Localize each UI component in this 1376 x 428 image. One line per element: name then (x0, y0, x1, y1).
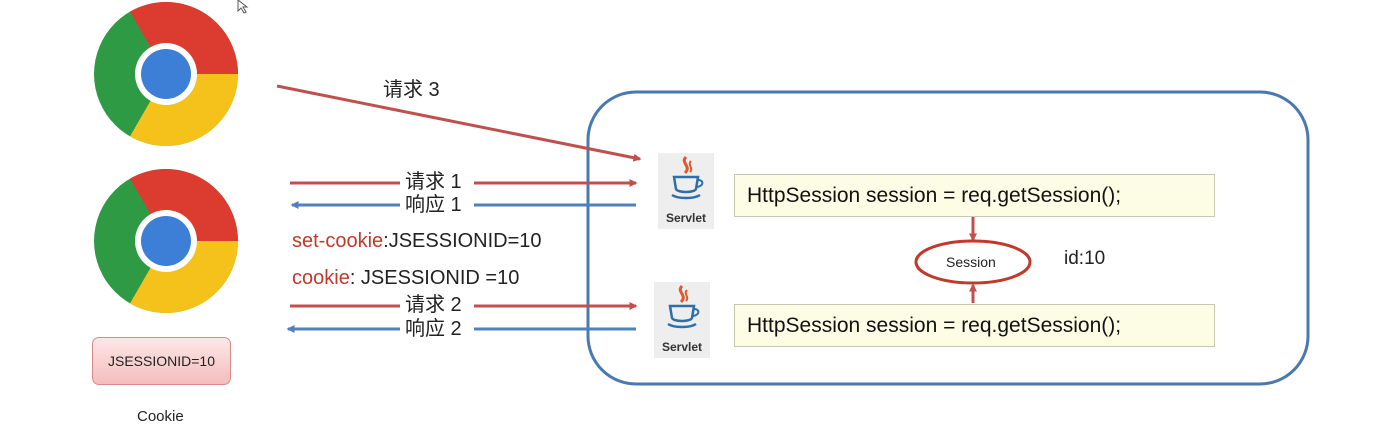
cookie-badge: JSESSIONID=10 (92, 337, 231, 385)
response-2-label: 响应 2 (405, 318, 462, 340)
cursor-icon (237, 0, 249, 14)
servlet-2: Servlet (654, 282, 710, 358)
session-ellipse (914, 239, 1032, 285)
set-cookie-header: set-cookie:JSESSIONID=10 (292, 231, 542, 251)
session-id-label: id:10 (1064, 248, 1106, 269)
cookie-caption: Cookie (137, 408, 184, 425)
cookie-badge-text: JSESSIONID=10 (108, 353, 215, 369)
server-container (586, 90, 1310, 386)
code-line-2: HttpSession session = req.getSession(); (747, 313, 1122, 337)
code-line-1: HttpSession session = req.getSession(); (747, 183, 1122, 207)
servlet-1: Servlet (658, 153, 714, 229)
chrome-icon (94, 169, 238, 313)
request-3-label: 请求 3 (383, 79, 440, 101)
session-label: Session (946, 254, 996, 270)
servlet-label: Servlet (665, 211, 707, 225)
request-2-label: 请求 2 (405, 294, 462, 316)
request-3-arrow (276, 84, 642, 162)
set-cookie-key: set-cookie (292, 230, 384, 252)
servlet-label: Servlet (661, 340, 703, 354)
request-1-label: 请求 1 (405, 171, 462, 193)
set-cookie-value: :JSESSIONID=10 (383, 230, 542, 252)
code-box-1: HttpSession session = req.getSession(); (734, 174, 1215, 217)
cookie-header: cookie: JSESSIONID =10 (292, 268, 519, 288)
code-box-2: HttpSession session = req.getSession(); (734, 304, 1215, 347)
response-1-label: 响应 1 (405, 194, 462, 216)
cookie-key: cookie (292, 267, 350, 289)
java-cup-icon (667, 284, 700, 329)
chrome-icon (94, 2, 238, 146)
cookie-value: : JSESSIONID =10 (349, 267, 520, 289)
java-cup-icon (671, 155, 704, 200)
